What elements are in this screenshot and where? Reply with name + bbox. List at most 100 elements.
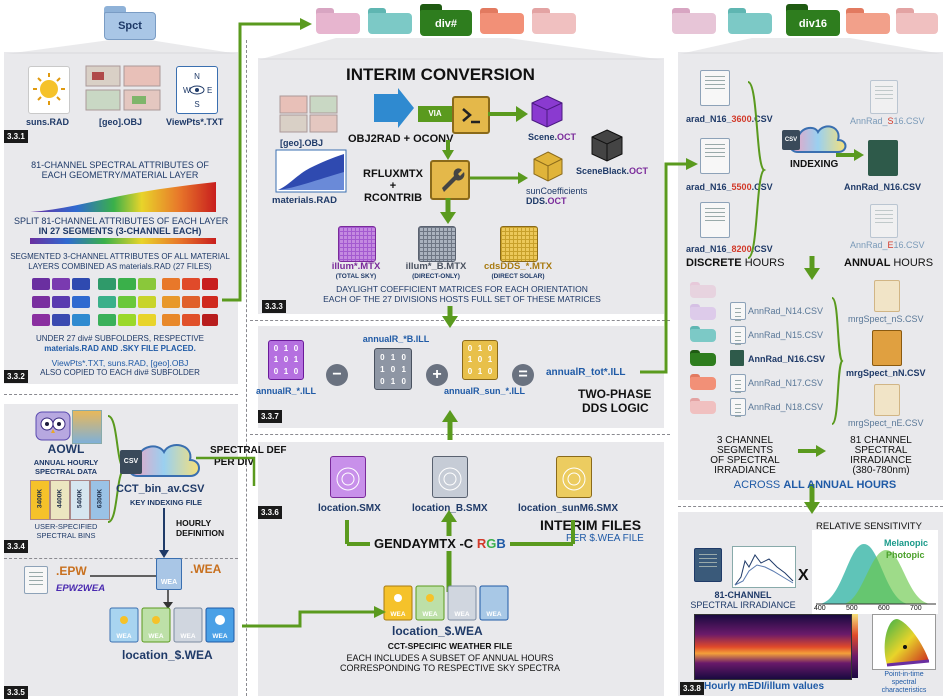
tag-334: 3.3.4 <box>4 540 28 553</box>
three-ch-4: IRRADIANCE <box>714 465 776 476</box>
sun-icon <box>28 66 70 114</box>
three-ch-3: OF SPECTRAL <box>710 455 780 466</box>
daylight-line2: EACH OF THE 27 DIVISIONS HOSTS FULL SET … <box>323 294 601 304</box>
materials-rad-label: materials.RAD <box>272 195 337 206</box>
folder-div16[interactable]: div16 <box>786 4 840 36</box>
folder-spct[interactable]: Spct <box>104 6 156 40</box>
tag-331: 3.3.1 <box>4 130 28 143</box>
sphere-icon-sunm6 <box>556 456 592 498</box>
svg-text:E: E <box>207 86 212 95</box>
tag-332: 3.3.2 <box>4 370 28 383</box>
suncoeff-line2: DDS.OCT <box>526 196 567 206</box>
annrad-n15-doc <box>730 326 746 344</box>
matrix-icon-cdsdds <box>500 226 538 262</box>
folder-teal-2[interactable] <box>728 8 772 34</box>
annualR-tot-ill-label: annualR_tot*.ILL <box>546 367 626 378</box>
mrg-s-label: mrgSpect_nS.CSV <box>848 314 924 324</box>
each-includes-1: EACH INCLUDES A SUBSET OF ANNUAL HOURS <box>346 653 554 663</box>
tag-333: 3.3.3 <box>262 300 286 313</box>
cube-icon-purple <box>530 94 564 128</box>
bin-3: 5400K <box>76 488 84 509</box>
list-folder-1 <box>690 282 716 298</box>
aowl-label: AOWL <box>47 442 85 456</box>
csv-badge-left: CSV <box>120 450 142 474</box>
svg-text:S: S <box>194 100 199 109</box>
hourly-def-1: HOURLY <box>176 518 212 528</box>
svg-text:W: W <box>183 86 191 95</box>
location-smx-label: location.SMX <box>318 503 381 514</box>
annualR-ill-label: annualR_*.ILL <box>256 386 317 396</box>
folder-div-hash-label: div# <box>434 18 457 30</box>
svg-text:WEA: WEA <box>390 611 405 618</box>
spectral-plot-thumb <box>732 546 796 588</box>
down-arrow-logic <box>442 306 458 328</box>
bin-2: 4400K <box>56 488 64 509</box>
split-line2: IN 27 SEGMENTS (3-CHANNEL EACH) <box>38 226 202 236</box>
folder-salmon-1[interactable] <box>480 8 524 34</box>
illum-mtx-label: illum*.MTX <box>331 261 381 272</box>
via-tag: VIA <box>418 106 452 122</box>
list-folder-4 <box>690 350 716 366</box>
divider-right <box>678 506 943 507</box>
annrad-n14-label: AnnRad_N14.CSV <box>748 306 824 316</box>
rfluxmtx-2: + <box>389 180 397 192</box>
matrix-icon-illum <box>338 226 376 262</box>
annrad-n16-list-doc <box>730 350 744 366</box>
brace-right-1 <box>747 81 767 259</box>
arad-8200-doc <box>700 202 730 238</box>
svg-text:N: N <box>194 72 200 81</box>
per-div-label: PER DIV <box>214 457 255 468</box>
folder-salmon-2[interactable] <box>846 8 890 34</box>
rfluxmtx-3: RCONTRIB <box>363 192 423 204</box>
mrg-n-label: mrgSpect_nN.CSV <box>846 368 926 378</box>
eighty-2: SPECTRAL <box>854 445 908 456</box>
indexing-label: INDEXING <box>790 159 839 170</box>
bin-4: 6300K <box>96 488 104 509</box>
obj2rad-label: OBJ2RAD + OCONV <box>348 133 454 145</box>
matrix-icon-illum-b <box>418 226 456 262</box>
divider-middle-bottom <box>250 434 670 435</box>
folder-rose-1[interactable] <box>532 8 576 34</box>
list-folder-5 <box>690 374 716 390</box>
eighty-3: IRRADIANCE <box>850 455 912 466</box>
material-folder-grid <box>32 276 218 332</box>
copied-line2: ALSO COPIED TO EACH div# SUBFOLDER <box>40 368 200 377</box>
folder-pink-1[interactable] <box>316 8 360 34</box>
annrad-n18-doc <box>730 398 746 416</box>
hourly-medi-label: Hourly mEDI/illum values <box>704 681 825 692</box>
annrad-e16-doc <box>870 204 898 238</box>
svg-text:WEA: WEA <box>180 633 195 640</box>
mrg-s-doc <box>874 280 900 312</box>
geo-obj-mid-icon <box>278 94 340 134</box>
svg-text:WEA: WEA <box>422 611 437 618</box>
suns-rad-label: suns.RAD <box>26 117 70 127</box>
divider-middle-top <box>250 320 670 321</box>
terminal-icon <box>452 96 490 134</box>
annrad-n15-label: AnnRad_N15.CSV <box>748 330 824 340</box>
folder-rose-2[interactable] <box>896 8 938 34</box>
geo-obj-mid-label: [geo].OBJ <box>280 138 324 148</box>
axis-tick-500: 500 <box>846 605 858 612</box>
gendaymtx-label: GENDAYMTX -C RGB <box>370 536 510 551</box>
aowl-sub2: SPECTRAL DATA <box>34 467 98 476</box>
location-b-smx-label: location_B.SMX <box>412 503 488 514</box>
folder-pink-2[interactable] <box>672 8 716 34</box>
folder-spct-label: Spct <box>118 20 142 32</box>
cct-weather-label: CCT-SPECIFIC WEATHER FILE <box>387 641 513 651</box>
minus-icon: − <box>326 364 348 386</box>
folder-div-hash[interactable]: div# <box>420 4 472 36</box>
annrad-n18-label: AnnRad_N18.CSV <box>748 402 824 412</box>
split-line1: SPLIT 81-CHANNEL ATTRIBUTES OF EACH LAYE… <box>14 216 229 226</box>
wea-down-arrow <box>163 590 173 609</box>
arad-5500-doc <box>700 138 730 174</box>
epw-document-icon <box>24 566 48 594</box>
csv-badge-right: CSV <box>782 130 800 150</box>
annrad-n14-doc <box>730 302 746 320</box>
scene-oct-label: Scene.OCT <box>528 132 577 142</box>
folder-teal-1[interactable] <box>368 8 412 34</box>
illum-b-mtx-label: illum*_B.MTX <box>405 261 467 272</box>
seg-line1: SEGMENTED 3-CHANNEL ATTRIBUTES OF ALL MA… <box>10 252 230 261</box>
